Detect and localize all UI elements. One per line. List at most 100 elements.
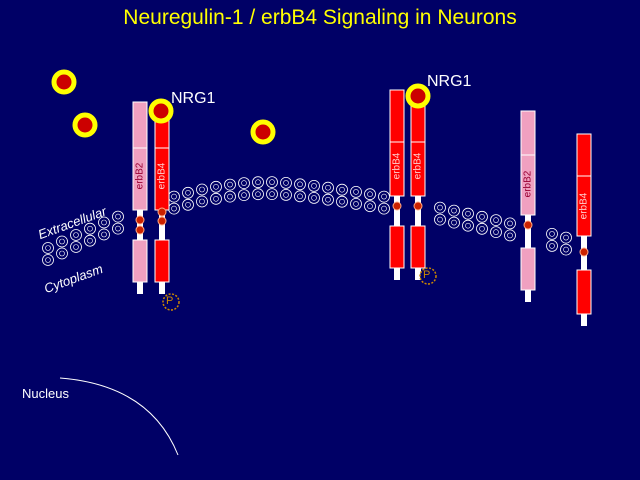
membrane-lipid — [252, 176, 264, 189]
membrane-lipid-core — [381, 205, 387, 212]
membrane-lipid-core — [297, 193, 303, 200]
membrane-lipid-core — [325, 196, 331, 203]
membrane-lipid-core — [479, 226, 485, 232]
membrane-lipid — [70, 241, 82, 253]
nrg1-label-left: NRG1 — [171, 90, 216, 107]
membrane-lipid — [448, 216, 460, 229]
membrane-lipid-core — [101, 219, 107, 226]
membrane-lipid-core — [381, 193, 387, 200]
receptor-erbB4-dimer-b — [410, 89, 426, 280]
membrane-lipid — [70, 229, 82, 241]
membrane-lipid-core — [493, 217, 499, 223]
free-nrg1-ligand — [51, 69, 77, 95]
membrane-lipid-core — [283, 192, 289, 198]
membrane-lipid — [280, 188, 292, 201]
membrane-lipid — [266, 188, 278, 201]
membrane-lipid — [490, 214, 502, 227]
membrane-lipid — [84, 222, 96, 235]
membrane-lipid-core — [451, 219, 457, 226]
membrane-lipid-core — [353, 201, 359, 207]
membrane-lipid — [238, 177, 250, 190]
membrane-lipid-core — [87, 225, 93, 232]
membrane-lipid — [350, 185, 362, 198]
membrane-lipid — [238, 189, 250, 202]
membrane-lipid — [364, 200, 376, 213]
membrane-lipid-core — [507, 232, 513, 239]
membrane-lipid-core — [241, 180, 247, 186]
membrane-lipid-core — [59, 238, 65, 245]
membrane-lipid-core — [101, 231, 107, 238]
membrane-lipid — [182, 186, 194, 199]
receptor-label-erbB4-dimer-a: erbB4 — [391, 152, 403, 180]
membrane-lipid — [252, 188, 264, 201]
membrane-lipid-core — [171, 205, 177, 212]
membrane-lipid — [112, 222, 124, 235]
membrane-lipid — [322, 181, 334, 194]
membrane-lipid — [504, 229, 516, 242]
bound-nrg1-ligand-left — [148, 98, 174, 124]
membrane-lipid — [266, 176, 278, 189]
membrane-lipid-core — [171, 193, 177, 200]
membrane-lipid-core — [465, 222, 471, 229]
membrane-lipid-core — [241, 192, 247, 198]
membrane-lipid — [112, 210, 124, 223]
membrane-lipid-core — [199, 186, 205, 193]
membrane-lipid — [476, 222, 488, 235]
membrane-lipid — [224, 178, 236, 191]
receptor-erbB4-left — [154, 101, 170, 294]
membrane-lipid — [56, 247, 68, 260]
membrane-lipid — [210, 192, 222, 205]
membrane-lipid — [196, 195, 208, 208]
membrane-lipid-core — [339, 186, 345, 193]
membrane-lipid — [196, 183, 208, 196]
membrane-lipid-core — [437, 204, 443, 211]
receptor-label-erbB4-dimer-b: erbB4 — [412, 152, 424, 180]
membrane-lipid — [182, 198, 194, 211]
cell-membrane — [42, 176, 572, 266]
membrane-lipid-core — [479, 214, 485, 220]
membrane-lipid-core — [549, 243, 555, 249]
membrane-lipid-core — [269, 179, 275, 185]
membrane-lipid-core — [507, 220, 513, 227]
membrane-lipid-core — [269, 191, 275, 197]
membrane-lipid — [560, 243, 572, 256]
nrg1-label-right: NRG1 — [427, 73, 472, 90]
membrane-lipid-core — [283, 180, 289, 186]
membrane-lipid — [378, 202, 390, 215]
receptor-label-erbB2-monomer: erbB2 — [522, 170, 534, 198]
membrane-lipid — [42, 242, 54, 254]
membrane-lipid — [462, 219, 474, 232]
membrane-lipid — [336, 195, 348, 208]
membrane-lipid-core — [227, 193, 233, 200]
membrane-lipid — [168, 190, 180, 203]
membrane-lipid-core — [353, 189, 359, 195]
diagram-title: Neuregulin-1 / erbB4 Signaling in Neuron… — [123, 6, 517, 29]
membrane-lipid — [462, 207, 474, 220]
membrane-lipid-core — [451, 207, 457, 214]
membrane-lipid-core — [563, 234, 569, 241]
membrane-lipid-core — [115, 225, 121, 232]
membrane-lipid-core — [115, 213, 121, 220]
membrane-lipid — [560, 231, 572, 244]
membrane-lipid — [378, 190, 390, 203]
membrane-lipid-core — [465, 210, 471, 217]
membrane-lipid-core — [339, 198, 345, 205]
membrane-lipid-core — [59, 250, 65, 257]
nucleus-boundary — [59, 377, 179, 456]
receptor-erbB4-dimer-a — [389, 89, 405, 280]
receptor-erbB2-left — [132, 101, 148, 294]
membrane-lipid-core — [311, 195, 317, 201]
receptor-label-erbB4-monomer: erbB4 — [578, 192, 590, 220]
membrane-lipid-core — [255, 191, 261, 197]
bound-nrg1-ligand-right — [405, 83, 431, 109]
membrane-lipid — [434, 201, 446, 214]
membrane-lipid-core — [213, 184, 219, 190]
membrane-lipid-core — [311, 183, 317, 189]
membrane-lipid-core — [367, 191, 373, 197]
membrane-lipid — [336, 183, 348, 196]
membrane-lipid — [42, 254, 54, 266]
membrane-lipid — [448, 204, 460, 217]
membrane-lipid — [224, 190, 236, 203]
membrane-lipid — [168, 202, 180, 215]
